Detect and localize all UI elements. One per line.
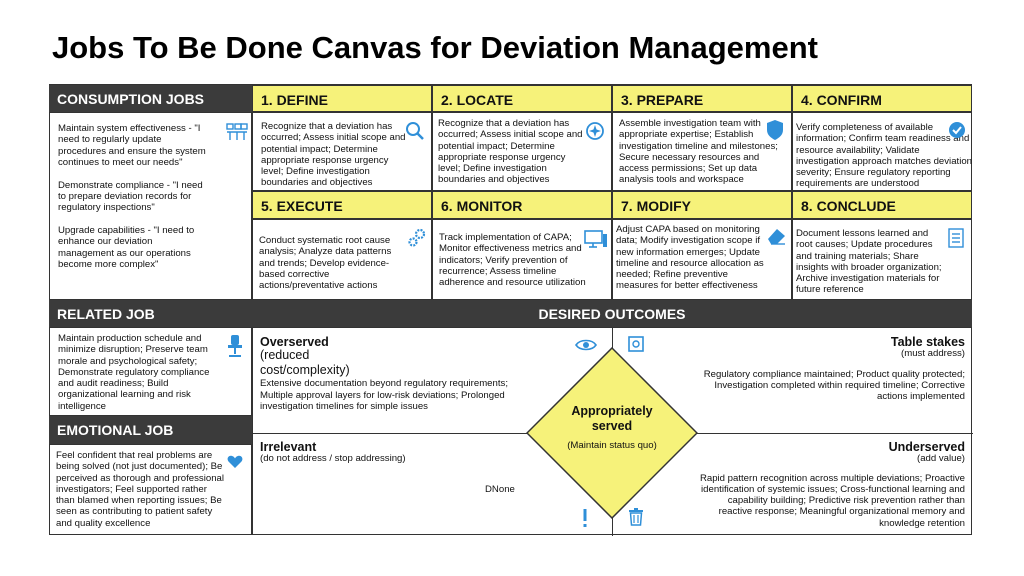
overserved-subtitle: (reduced cost/complexity) [260, 348, 350, 378]
step-text: Verify completeness of available informa… [796, 122, 972, 190]
related-job-header: RELATED JOB [49, 300, 252, 327]
underserved-title: Underserved [888, 440, 965, 454]
consumption-jobs-panel: Maintain system effectiveness - "I need … [49, 112, 252, 300]
office-chair-icon [228, 335, 242, 357]
table-stakes-text: Regulatory compliance maintained; Produc… [703, 368, 965, 403]
step-body-prepare: Assemble investigation team with appropr… [612, 112, 792, 191]
overserved-title: Overserved [260, 335, 329, 349]
eraser-icon [768, 229, 785, 245]
emotional-job-panel: Feel confident that real problems are be… [49, 444, 252, 535]
eye-icon [575, 339, 597, 351]
underserved-subtitle: (add value) [917, 453, 965, 465]
check-circle-icon [949, 122, 965, 138]
irrelevant-subtitle: (do not address / stop addressing) [260, 453, 406, 465]
overserved-text: Extensive documentation beyond regulator… [260, 378, 508, 412]
overserved-quadrant: Overserved (reduced cost/complexity) Ext… [260, 335, 590, 412]
irrelevant-text: DNone [485, 484, 515, 495]
step-text: Document lessons learned and root causes… [796, 228, 942, 296]
heart-icon [227, 455, 243, 468]
step-header-locate: 2. LOCATE [432, 85, 612, 112]
step-body-locate: Recognize that a deviation has occurred;… [432, 112, 612, 191]
trash-icon [629, 508, 643, 526]
underserved-quadrant: Underserved (add value) Rapid pattern re… [693, 440, 965, 529]
step-header-modify: 7. MODIFY [612, 191, 792, 219]
step-body-confirm: Verify completeness of available informa… [792, 112, 972, 191]
underserved-text: Rapid pattern recognition across multipl… [699, 472, 965, 529]
table-stakes-subtitle: (must address) [901, 348, 965, 360]
page-title: Jobs To Be Done Canvas for Deviation Man… [52, 30, 818, 65]
step-header-prepare: 3. PREPARE [612, 85, 792, 112]
magnifier-icon [406, 122, 424, 140]
step-body-execute: Conduct systematic root cause analysis; … [252, 219, 432, 300]
emotional-job-text: Feel confident that real problems are be… [56, 450, 225, 529]
step-body-modify: Adjust CAPA based on monitoring data; Mo… [612, 219, 792, 300]
checklist-icon [948, 228, 964, 248]
compass-icon [586, 122, 604, 140]
safe-icon [628, 336, 644, 352]
table-stakes-quadrant: Table stakes (must address) Regulatory c… [703, 335, 965, 403]
step-text: Conduct systematic root cause analysis; … [259, 235, 392, 292]
related-job-text: Maintain production schedule and minimiz… [58, 333, 210, 412]
appropriately-served-title: Appropriately served [571, 404, 653, 433]
table-stakes-title: Table stakes [890, 335, 965, 349]
consumption-header: CONSUMPTION JOBS [49, 85, 252, 112]
appropriately-served-label: Appropriately served (Maintain status qu… [552, 404, 672, 451]
step-text: Recognize that a deviation has occurred;… [438, 118, 583, 186]
consumption-item: Maintain system effectiveness - "I need … [58, 123, 206, 169]
appropriately-served-subtitle: (Maintain status quo) [567, 440, 657, 451]
step-body-conclude: Document lessons learned and root causes… [792, 219, 972, 300]
related-job-panel: Maintain production schedule and minimiz… [49, 327, 252, 416]
exclamation-icon [583, 509, 587, 527]
irrelevant-title: Irrelevant [260, 440, 317, 454]
desired-outcomes-header: DESIRED OUTCOMES [252, 300, 972, 327]
step-text: Track implementation of CAPA; Monitor ef… [439, 232, 586, 289]
appropriately-served-diamond [526, 347, 698, 519]
emotional-job-header: EMOTIONAL JOB [49, 416, 252, 444]
step-header-define: 1. DEFINE [252, 85, 432, 112]
step-text: Recognize that a deviation has occurred;… [261, 121, 406, 189]
step-header-conclude: 8. CONCLUDE [792, 191, 972, 219]
step-header-confirm: 4. CONFIRM [792, 85, 972, 112]
step-header-monitor: 6. MONITOR [432, 191, 612, 219]
step-body-monitor: Track implementation of CAPA; Monitor ef… [432, 219, 612, 300]
irrelevant-quadrant: Irrelevant (do not address / stop addres… [260, 440, 590, 465]
step-text: Assemble investigation team with appropr… [619, 118, 778, 186]
consumption-item: Demonstrate compliance - "I need to prep… [58, 179, 203, 214]
shield-icon [767, 120, 783, 140]
monitor-icon [584, 230, 607, 248]
outcomes-panel: Overserved (reduced cost/complexity) Ext… [252, 327, 973, 536]
step-body-define: Recognize that a deviation has occurred;… [252, 112, 432, 191]
gears-icon [408, 228, 426, 247]
step-text: Adjust CAPA based on monitoring data; Mo… [616, 224, 764, 292]
consumption-item: Upgrade capabilities - "I need to enhanc… [58, 224, 195, 271]
team-meeting-icon [226, 123, 248, 140]
step-header-execute: 5. EXECUTE [252, 191, 432, 219]
